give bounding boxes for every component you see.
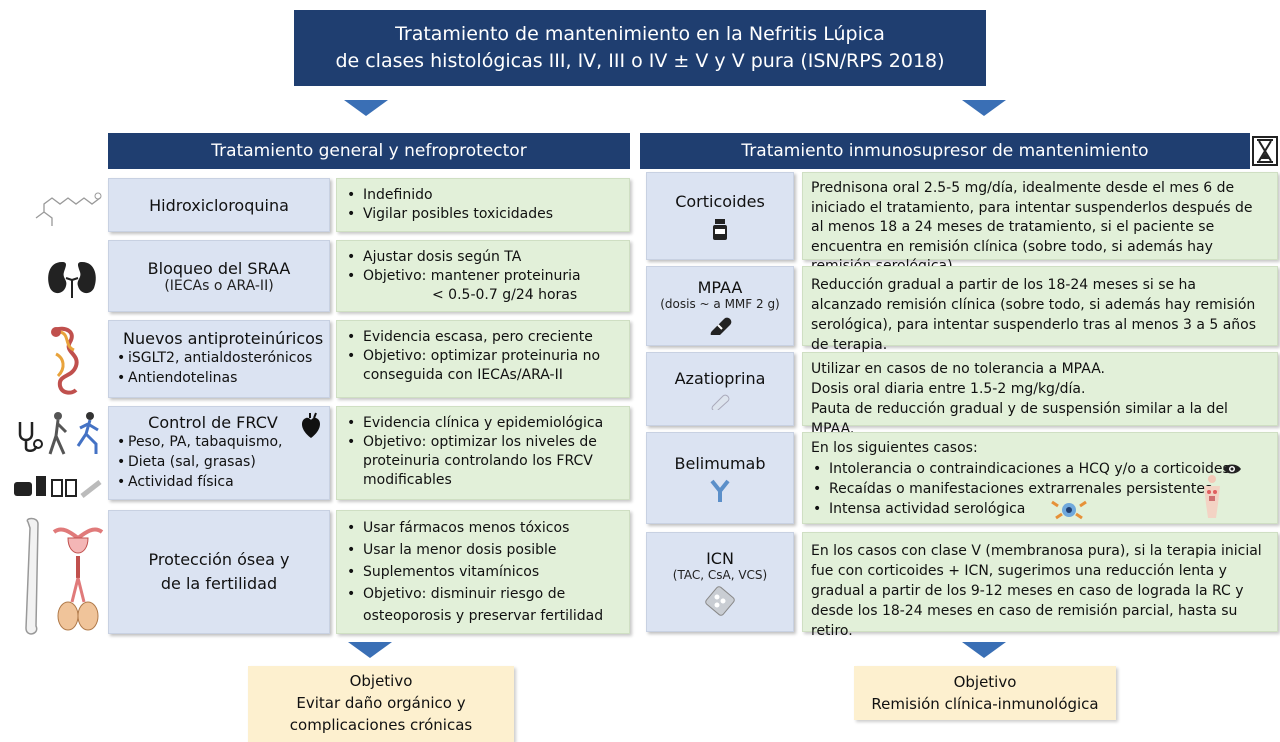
nephron-icon xyxy=(46,324,90,396)
right-detail-mpaa: Reducción gradual a partir de los 18-24 … xyxy=(802,266,1278,353)
bullet-item: Intensa actividad serológica xyxy=(811,499,1271,519)
body-icon xyxy=(1198,474,1226,518)
bullet-item: Evidencia clínica y epidemiológica xyxy=(345,414,623,433)
detail-line: Dosis oral diaria entre 1.5-2 mg/kg/día. xyxy=(811,381,1086,397)
label-text: Nuevos antiproteinúricos xyxy=(123,329,324,348)
sub-bullet-item: Actividad física xyxy=(117,472,329,492)
molecule-icon xyxy=(30,180,104,230)
hourglass-icon xyxy=(1252,136,1278,166)
antibody-icon xyxy=(710,479,730,502)
detail-text: Prednisona oral 2.5-5 mg/día, idealmente… xyxy=(811,180,1253,274)
food-icon xyxy=(12,470,102,500)
bone-icon xyxy=(20,516,46,638)
bullet-item: Suplementos vitamínicos xyxy=(345,561,623,583)
bullet-continuation: < 0.5-0.7 g/24 horas xyxy=(432,287,578,303)
right-label-belimumab: Belimumab xyxy=(646,432,794,524)
bullet-item: Objetivo: disminuir riesgo de osteoporos… xyxy=(345,583,623,627)
bullet-item: Objetivo: mantener proteinuria xyxy=(345,267,623,286)
goal-text: Remisión clínica-inmunológica xyxy=(871,695,1099,713)
label-text: Control de FRCV xyxy=(148,413,278,432)
left-detail-proteccion-osea: Usar fármacos menos tóxicos Usar la meno… xyxy=(336,510,630,634)
left-detail-antiproteinuricos: Evidencia escasa, pero creciente Objetiv… xyxy=(336,320,630,398)
right-detail-belimumab: En los siguientes casos: Intolerancia o … xyxy=(802,432,1278,524)
label-text: ICN xyxy=(706,548,734,568)
eye-icon xyxy=(1222,461,1242,475)
bullet-item: Intolerancia o contraindicaciones a HCQ … xyxy=(811,459,1271,479)
stethoscope-icon xyxy=(14,420,44,454)
pill-bottle-icon xyxy=(713,218,727,240)
goal-text: Evitar daño orgánico y xyxy=(296,694,466,712)
tablet-icon xyxy=(711,394,730,410)
label-text: Corticoides xyxy=(675,191,765,211)
detail-text: En los casos con clase V (membranosa pur… xyxy=(811,543,1262,639)
detail-text: Reducción gradual a partir de los 18-24 … xyxy=(811,277,1257,353)
left-label-hidroxicloroquina: Hidroxicloroquina xyxy=(108,178,330,232)
down-arrow-left xyxy=(344,100,388,116)
down-arrow-right-goal xyxy=(962,642,1006,658)
label-subtext: (TAC, CsA, VCS) xyxy=(672,567,768,582)
left-detail-frcv: Evidencia clínica y epidemiológica Objet… xyxy=(336,406,630,500)
label-text: Protección ósea y de la fertilidad xyxy=(148,550,290,593)
goal-title: Objetivo xyxy=(953,673,1017,691)
sub-bullet-item: iSGLT2, antialdosterónicos xyxy=(117,348,329,368)
title-line-1: Tratamiento de mantenimiento en la Nefri… xyxy=(395,23,885,45)
uterus-icon xyxy=(48,518,108,638)
sub-bullet-item: Peso, PA, tabaquismo, xyxy=(117,432,329,452)
left-label-antiproteinuricos: Nuevos antiproteinúricos iSGLT2, antiald… xyxy=(108,320,330,398)
label-text: Azatioprina xyxy=(674,368,766,388)
label-subtext: (IECAs o ARA-II) xyxy=(164,277,274,294)
left-detail-bloqueo-sraa: Ajustar dosis según TA Objetivo: mantene… xyxy=(336,240,630,312)
bullet-item: Ajustar dosis según TA xyxy=(345,248,623,267)
left-goal-box: Objetivo Evitar daño orgánico y complica… xyxy=(248,666,514,742)
right-detail-icn: En los casos con clase V (membranosa pur… xyxy=(802,532,1278,639)
right-detail-corticoides: Prednisona oral 2.5-5 mg/día, idealmente… xyxy=(802,172,1278,274)
right-goal-box: Objetivo Remisión clínica-inmunológica xyxy=(854,666,1116,720)
left-label-frcv: Control de FRCV Peso, PA, tabaquismo, Di… xyxy=(108,406,330,500)
right-label-icn: ICN (TAC, CsA, VCS) xyxy=(646,532,794,632)
right-detail-azatioprina: Utilizar en casos de no tolerancia a MPA… xyxy=(802,352,1278,437)
left-label-proteccion-osea: Protección ósea y de la fertilidad xyxy=(108,510,330,634)
label-text: Belimumab xyxy=(674,453,766,473)
cell-icon xyxy=(1048,496,1090,522)
right-label-corticoides: Corticoides xyxy=(646,172,794,260)
label-text: Bloqueo del SRAA xyxy=(147,258,291,278)
down-arrow-right xyxy=(962,100,1006,116)
detail-intro: En los siguientes casos: xyxy=(811,440,978,456)
main-title: Tratamiento de mantenimiento en la Nefri… xyxy=(294,10,986,86)
sub-bullet-item: Antiendotelinas xyxy=(117,368,329,388)
left-column-header: Tratamiento general y nefroprotector xyxy=(108,133,630,169)
goal-title: Objetivo xyxy=(349,672,413,690)
bullet-item: Usar la menor dosis posible xyxy=(345,539,623,561)
bullet-item: Vigilar posibles toxicidades xyxy=(345,205,623,224)
blister-icon xyxy=(705,585,735,616)
bullet-item: Objetivo: optimizar los niveles de prote… xyxy=(345,433,623,490)
heart-icon xyxy=(298,412,324,440)
kidney-icon xyxy=(44,258,100,298)
label-text: Hidroxicloroquina xyxy=(149,195,289,215)
title-line-2: de clases histológicas III, IV, III o IV… xyxy=(335,50,945,72)
bullet-item: Usar fármacos menos tóxicos xyxy=(345,517,623,539)
goal-text: complicaciones crónicas xyxy=(289,716,473,734)
label-text: MPAA xyxy=(697,277,743,297)
capsule-icon xyxy=(710,317,732,335)
bullet-item: Objetivo: optimizar proteinuria no conse… xyxy=(345,347,623,385)
right-column-header: Tratamiento inmunosupresor de mantenimie… xyxy=(640,133,1250,169)
detail-line: Utilizar en casos de no tolerancia a MPA… xyxy=(811,361,1105,377)
down-arrow-left-goal xyxy=(348,642,392,658)
left-label-bloqueo-sraa: Bloqueo del SRAA (IECAs o ARA-II) xyxy=(108,240,330,312)
right-label-azatioprina: Azatioprina xyxy=(646,352,794,426)
bullet-item: Indefinido xyxy=(345,186,623,205)
label-subtext: (dosis ~ a MMF 2 g) xyxy=(660,296,780,311)
right-label-mpaa: MPAA (dosis ~ a MMF 2 g) xyxy=(646,266,794,346)
bullet-item: Recaídas o manifestaciones extrarrenales… xyxy=(811,479,1271,499)
sub-bullet-item: Dieta (sal, grasas) xyxy=(117,452,329,472)
left-detail-hidroxicloroquina: Indefinido Vigilar posibles toxicidades xyxy=(336,178,630,232)
runner-icon xyxy=(46,410,104,458)
bullet-item: Evidencia escasa, pero creciente xyxy=(345,328,623,347)
